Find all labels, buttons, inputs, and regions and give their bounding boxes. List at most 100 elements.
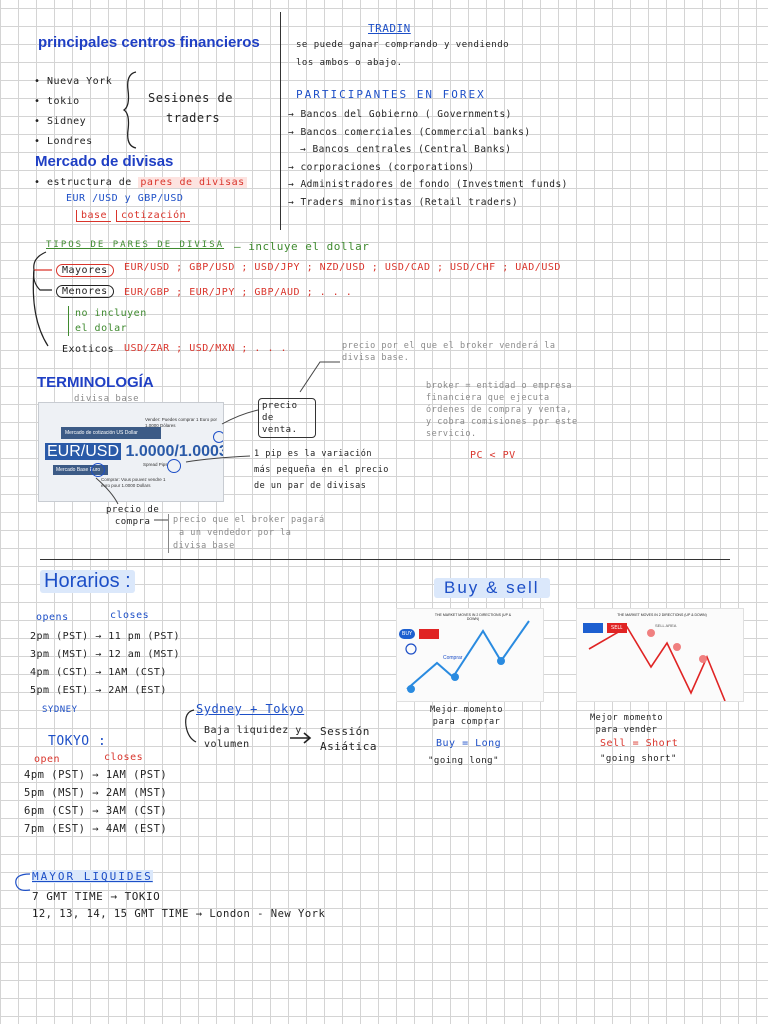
pairs-example: EUR /USD y GBP/USD [66,193,184,204]
precio-venta-broker-note: precio por el que el broker venderá la d… [342,341,556,363]
cities-list: • Nueva York • tokio • Sidney • Londres [34,72,112,152]
schedule-row: 4pm (PST) → 1AM (PST) [24,769,168,781]
mayores-pairs: EUR/USD ; GBP/USD ; USD/JPY ; NZD/USD ; … [124,262,561,273]
sell-chart-panel: THE MARKET MOVES IN 2 DIRECTIONS (UP & D… [576,608,744,702]
cotizacion-label: cotización [116,210,191,222]
tokyo-schedule: 4pm (PST) → 1AM (PST) 5pm (MST) → 2AM (M… [24,766,167,838]
tokyo-title: TOKYO : [48,734,107,749]
sesiones-note: Sesiones de traders [148,91,233,125]
participante-item: → Bancos comerciales (Commercial banks) [288,126,531,138]
buysell-title: Buy & sell [434,578,550,598]
precio-compra-note: precio que el broker pagará a un vendedo… [168,514,325,553]
buy-long-eq: Buy = Long [436,738,502,749]
comprar-text: Comprar: Vous pouvez vendre 1 euro pour … [101,477,166,488]
divisas-title: Mercado de divisas [35,153,174,170]
vender-text: Vender: Puedes comprar 1 Euro por 1.0000… [145,417,218,428]
opens-label: opens [36,612,69,623]
quote-pair: EUR/USD [45,443,122,460]
schedule-row: 3pm (MST) → 12 am (MST) [30,649,180,660]
liquidez-line2: 12, 13, 14, 15 GMT TIME → London - New Y… [32,908,326,920]
sydney-tokyo-label: Sydney + Tokyo [196,702,305,716]
precio-compra-label: precio de compra [106,505,160,527]
buy-button-small [583,623,603,633]
quote-text: EUR/USD 1.0000/1.0003 [45,443,224,461]
tokyo-close-label: closes [104,752,144,763]
sydney-label: SYDNEY [42,705,78,715]
quote-screenshot: Mercado de cotización US Dollar EUR/USD … [38,402,224,502]
curly-arrow-icon [15,873,31,891]
cotizacion-bar: Mercado de cotización US Dollar [61,427,161,439]
participante-item: → Administradores de fondo (Investment f… [288,179,568,190]
schedule-row: 4pm (CST) → 1AM (CST) [30,667,167,678]
participante-item: → corporaciones (corporations) [288,161,475,173]
tipos-bracket-icon [32,251,52,347]
participante-item: → Traders minoristas (Retail traders) [288,196,519,208]
divisa-base-note: divisa base [74,394,140,404]
base-market-bar: Mercado Base Euro [53,465,108,475]
quote-value: 1.0000/1.0003 [125,443,224,460]
city-item: • tokio [34,96,80,107]
base-label: base [76,210,112,222]
schedule-row: 5pm (EST) → 2AM (EST) [30,685,167,696]
pc-pv: PC < PV [470,450,516,461]
schedule-row: 6pm (CST) → 3AM (CST) [24,805,168,817]
schedule-row: 7pm (EST) → 4AM (EST) [24,823,168,835]
going-short: "going short" [600,754,677,764]
pip-note: 1 pip es la variación más pequeña en el … [254,449,389,491]
tradin-line1: se puede ganar comprando y vendiendo [296,40,510,50]
precio-venta-label: precio de venta. [258,398,316,438]
mejor-venta-note: Mejor momento para vender [590,713,664,735]
city-item: • Sidney [34,116,87,127]
going-long: "going long" [428,756,500,766]
centros-title: principales centros financieros [38,34,260,51]
estructura-highlight: pares de divisas [138,177,247,188]
participantes-list: → Bancos del Gobierno ( Governments) → B… [288,106,568,211]
menores-label: Menores [56,285,114,298]
buy-panel-title: THE MARKET MOVES IN 2 DIRECTIONS (UP & D… [434,613,512,621]
brace-icon [122,71,137,149]
participante-item: → Bancos del Gobierno ( Governments) [288,109,512,120]
spread-label: Spread Pips [143,462,168,467]
schedule-row: 2pm (PST) → 11 pm (PST) [30,631,180,642]
no-incluyen-note: no incluyen el dolar [68,306,147,336]
buy-button: BUY [399,629,415,639]
buy-chart-panel: THE MARKET MOVES IN 2 DIRECTIONS (UP & D… [396,608,544,702]
tradin-title: TRADIN [368,22,411,35]
exoticos-pairs: USD/ZAR ; USD/MXN ; . . . [124,343,288,354]
liquidez-title: MAYOR LIQUIDES [32,870,153,883]
schedule-row: 5pm (MST) → 2AM (MST) [24,787,168,799]
tokyo-open-label: open [34,754,61,765]
participantes-title: PARTICIPANTES EN FOREX [296,88,486,101]
city-item: • Londres [34,136,93,147]
sell-trend-line [588,625,726,701]
menores-pairs: EUR/GBP ; EUR/JPY ; GBP/AUD ; . . . [124,287,353,298]
exoticos-label: Exoticos [62,344,115,355]
participante-item: → Bancos centrales (Central Banks) [300,144,512,155]
closes-label: closes [110,610,150,621]
liquidez-line1: 7 GMT TIME → TOKIO [32,890,161,903]
horizontal-divider [40,559,730,560]
tipos-title: TIPOS DE PARES DE DIVISA [46,240,225,250]
mayores-label: Mayores [56,264,114,277]
sell-panel-title: THE MARKET MOVES IN 2 DIRECTIONS (UP & D… [617,613,707,617]
incluye-note: — incluye el dollar [234,240,370,253]
mejor-compra-note: Mejor momento para comprar [430,705,504,727]
estructura-line: • estructura de pares de divisas [34,177,247,188]
terminologia-title: TERMINOLOGÍA [37,374,154,391]
comprar-label: Comprar [443,655,463,661]
sydney-schedule: 2pm (PST) → 11 pm (PST) 3pm (MST) → 12 a… [30,628,180,700]
sell-button-small [419,629,439,639]
sell-area-label: SELL AREA [655,623,677,628]
city-item: • Nueva York [34,76,113,87]
circle-marker-icon [213,431,223,443]
terminology-arrows [95,361,340,521]
vertical-divider [280,12,281,230]
bracket-arrow-icon [185,709,312,744]
baja-liquidez-note: Baja liquidez y volumen [204,725,302,750]
buy-trend-line [405,620,530,693]
circle-marker-icon [167,459,181,473]
broker-note: broker = entidad o empresa financiera qu… [426,381,578,439]
sell-short-eq: Sell = Short [600,738,679,749]
horarios-title: Horarios : [40,570,135,593]
sesion-asiatica: Sessión Asiática [320,725,377,753]
